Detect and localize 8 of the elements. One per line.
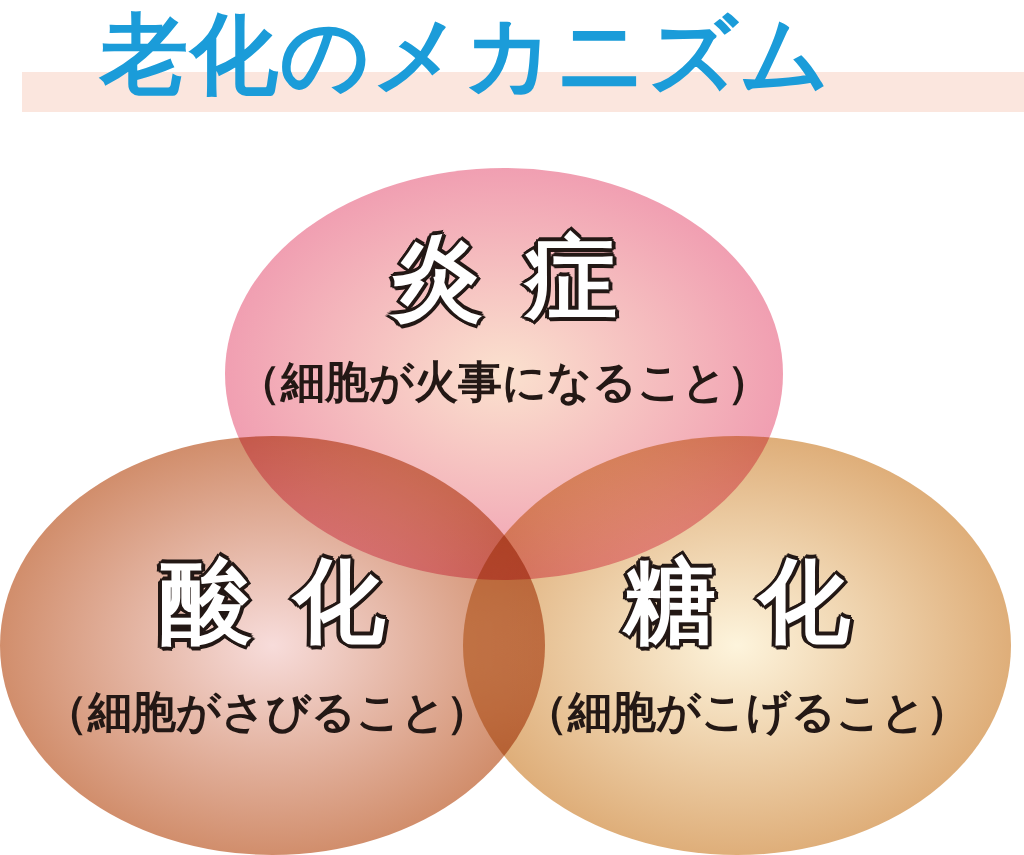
ellipse-description: （細胞がさびること） — [43, 688, 490, 737]
ellipse-heading: 糖化 — [624, 554, 892, 651]
venn-ellipse — [463, 436, 1011, 855]
ellipse-description: （細胞がこげること） — [524, 688, 970, 737]
ellipse-description: （細胞が火事になること） — [237, 358, 771, 407]
ellipse-heading: 炎症 — [391, 230, 659, 327]
ellipse-heading: 酸化 — [159, 554, 427, 651]
title: 老化のメカニズム — [100, 4, 832, 106]
